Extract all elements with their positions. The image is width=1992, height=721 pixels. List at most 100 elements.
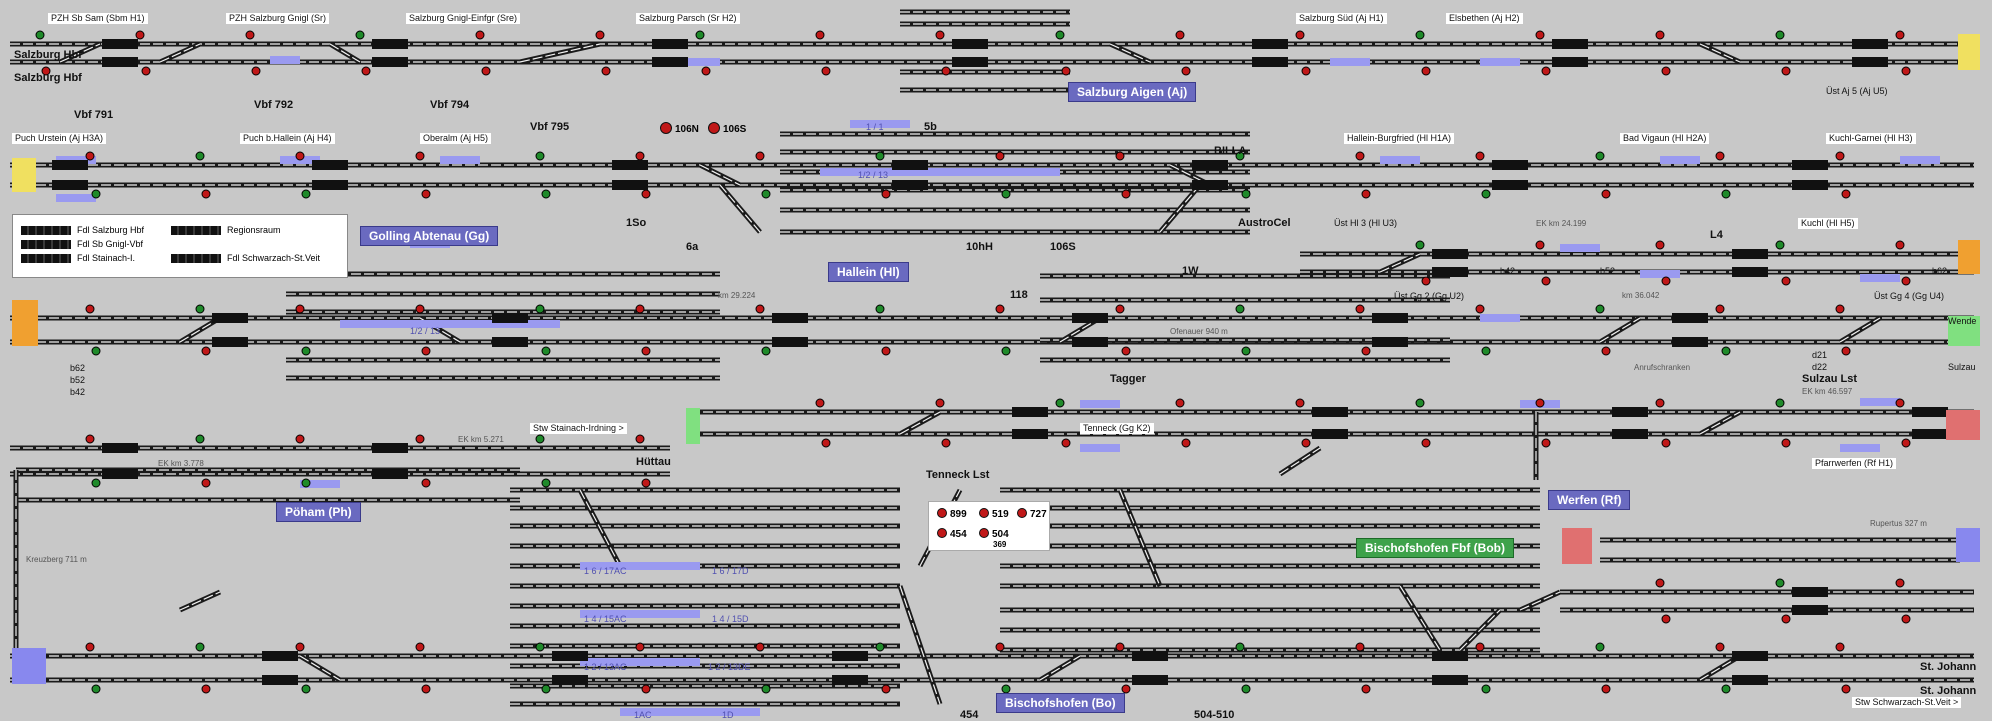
axle-counter-block <box>1912 429 1948 439</box>
signal-icon <box>1655 578 1665 588</box>
signal-icon <box>1721 189 1731 199</box>
zone-werfen-marker <box>1562 528 1592 564</box>
signal-icon <box>1001 189 1011 199</box>
signal-icon <box>535 434 545 444</box>
signal-icon <box>1661 66 1671 76</box>
signal-icon <box>85 151 95 161</box>
track-centerline <box>1699 43 1741 63</box>
signal-icon <box>1601 346 1611 356</box>
control-button-106s[interactable]: 106S <box>708 122 746 135</box>
axle-counter-block <box>1732 651 1768 661</box>
signal-icon <box>1835 151 1845 161</box>
signal-icon <box>91 478 101 488</box>
track-centerline <box>179 591 221 611</box>
signal-icon <box>821 66 831 76</box>
signal-number: 369 <box>993 540 1007 549</box>
signal-icon <box>635 304 645 314</box>
signal-icon <box>1595 304 1605 314</box>
signal-icon <box>761 684 771 694</box>
signal-icon <box>415 151 425 161</box>
place-label: Sulzau <box>1948 362 1976 372</box>
signal-icon <box>41 66 51 76</box>
signal-icon <box>1541 438 1551 448</box>
signal-icon <box>1481 189 1491 199</box>
signal-icon <box>1241 346 1251 356</box>
section-title: Kuchl (Hl H5) <box>1798 218 1858 229</box>
route-indicator <box>1840 444 1880 452</box>
signal-icon <box>1061 66 1071 76</box>
place-label: Salzburg Hbf <box>14 49 82 61</box>
signal-icon <box>1115 151 1125 161</box>
side-counter: b42 <box>1500 266 1516 276</box>
place-label: Tagger <box>1110 373 1146 385</box>
signal-icon <box>1901 276 1911 286</box>
signal-number[interactable]: 727 <box>1017 508 1047 520</box>
signal-icon <box>1295 398 1305 408</box>
track-segment <box>1397 584 1443 652</box>
signal-icon <box>821 438 831 448</box>
zone-puch-marker <box>12 158 36 192</box>
signal-icon <box>1115 304 1125 314</box>
side-counter: d22 <box>1812 362 1828 372</box>
station-salzburg-aigen[interactable]: Salzburg Aigen (Aj) <box>1068 82 1197 102</box>
route-label: 1 6 / 17D <box>712 566 749 576</box>
zone-rupertus-marker <box>1956 528 1980 562</box>
signal-icon <box>1661 276 1671 286</box>
signal-icon <box>935 30 945 40</box>
station-poeham[interactable]: Pöham (Ph) <box>276 502 361 522</box>
section-title: Üst Gg 4 (Gg U4) <box>1874 291 1945 301</box>
axle-counter-block <box>102 39 138 49</box>
axle-counter-block <box>312 180 348 190</box>
route-indicator <box>440 156 480 164</box>
place-label: Vbf 791 <box>74 109 114 121</box>
axle-counter-block <box>1852 39 1888 49</box>
axle-counter-block <box>1912 407 1948 417</box>
signal-icon <box>1415 30 1425 40</box>
signal-icon <box>361 66 371 76</box>
signal-icon <box>1655 30 1665 40</box>
track-centerline <box>899 411 941 435</box>
axle-counter-block <box>1312 429 1348 439</box>
axle-counter-block <box>1372 313 1408 323</box>
signal-icon <box>1055 30 1065 40</box>
signal-icon <box>135 30 145 40</box>
signal-icon <box>875 151 885 161</box>
route-indicator <box>580 610 700 618</box>
signal-icon <box>1841 346 1851 356</box>
station-golling-abtenau[interactable]: Golling Abtenau (Gg) <box>360 226 499 246</box>
signal-icon <box>1421 66 1431 76</box>
signal-icon <box>35 30 45 40</box>
station-werfen[interactable]: Werfen (Rf) <box>1548 490 1631 510</box>
station-bischofshofen[interactable]: Bischofshofen (Bo) <box>996 693 1125 713</box>
signal-icon <box>141 66 151 76</box>
station-bischofshofen-fbf[interactable]: Bischofshofen Fbf (Bob) <box>1356 538 1514 558</box>
track-centerline <box>1459 609 1501 651</box>
place-label: Vbf 794 <box>430 99 470 111</box>
section-title: Salzburg Parsch (Sr H2) <box>636 13 740 24</box>
axle-counter-block <box>1432 267 1468 277</box>
route-label: 1 4 / 15D <box>712 614 749 624</box>
signal-number[interactable]: 504 <box>979 528 1009 540</box>
signal-number[interactable]: 454 <box>937 528 967 540</box>
signal-number[interactable]: 899 <box>937 508 967 520</box>
side-counter: b52 <box>1600 266 1616 276</box>
signal-icon <box>535 151 545 161</box>
axle-counter-block <box>1432 249 1468 259</box>
signal-icon <box>415 642 425 652</box>
signal-icon <box>1475 304 1485 314</box>
place-label: Tenneck Lst <box>926 469 990 481</box>
signal-icon <box>1661 438 1671 448</box>
control-button-106n[interactable]: 106N <box>660 122 699 135</box>
section-title: Tenneck (Gg K2) <box>1080 423 1154 434</box>
signal-number[interactable]: 519 <box>979 508 1009 520</box>
signal-icon <box>535 642 545 652</box>
km-label: EK km 5.271 <box>458 435 504 444</box>
station-hallein[interactable]: Hallein (Hl) <box>828 262 909 282</box>
signal-icon <box>1715 304 1725 314</box>
axle-counter-block <box>772 337 808 347</box>
route-label: 1 4 / 15AC <box>584 614 627 624</box>
route-indicator <box>820 168 1060 176</box>
signal-icon <box>641 684 651 694</box>
signal-icon <box>641 346 651 356</box>
route-indicator <box>300 480 340 488</box>
